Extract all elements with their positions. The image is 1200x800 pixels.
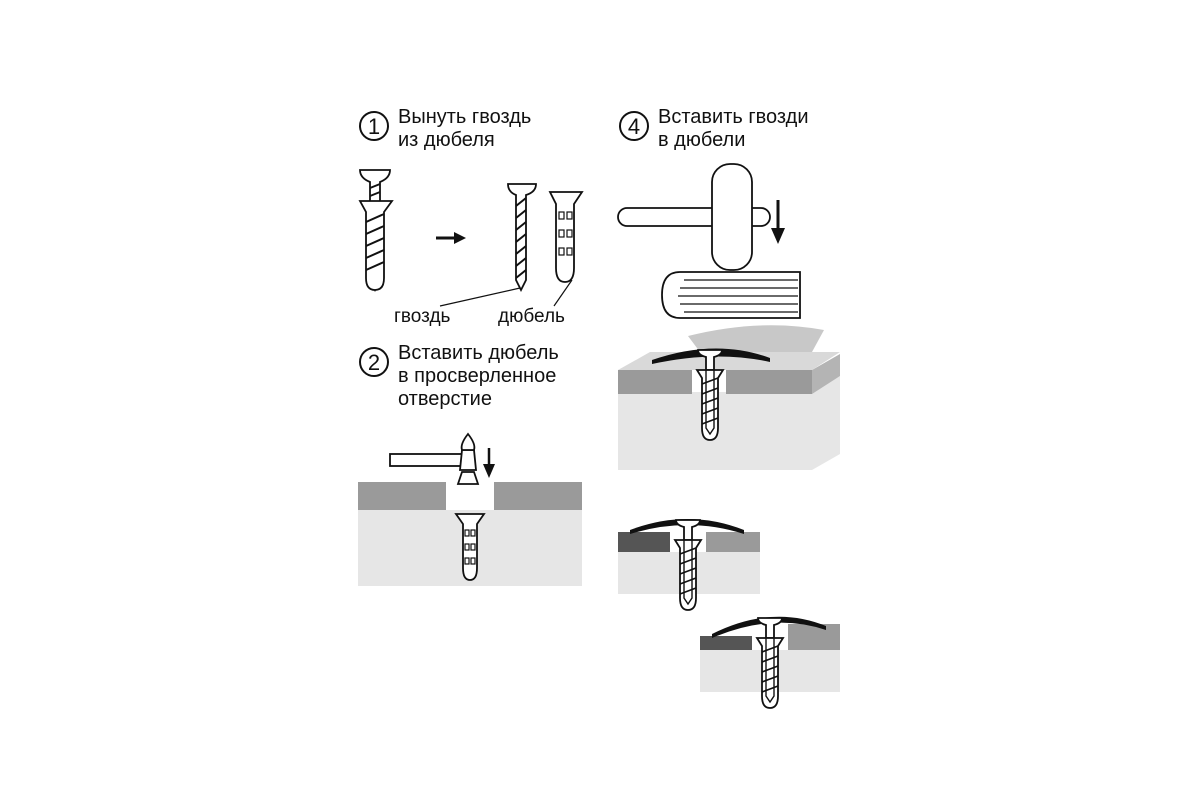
step-4-text: Вставить гвозди в дюбели [658, 106, 809, 152]
step-2-text: Вставить дюбель в просверленное отверсти… [398, 342, 559, 411]
step-1-number: 1 [368, 114, 380, 139]
step-4-line-1: Вставить гвозди [658, 106, 809, 128]
step-2-line-1: Вставить дюбель [398, 342, 559, 364]
step-1-number-icon: 1 [359, 111, 389, 141]
dowel-illustration [548, 191, 584, 283]
step-4-number-icon: 4 [619, 111, 649, 141]
floor-3d-section [618, 325, 840, 470]
hammer-illustration [389, 432, 480, 485]
step-1-line-1: Вынуть гвоздь [398, 106, 532, 128]
step-2-number-icon: 2 [359, 347, 389, 377]
step-4-line-2: в дюбели [658, 129, 746, 151]
wood-block-illustration [661, 271, 801, 319]
step-2-number: 2 [368, 350, 380, 375]
nail-in-dowel-illustration [358, 169, 394, 293]
dowel-label: дюбель [498, 306, 565, 327]
dowel-in-hole-illustration [454, 513, 486, 581]
nail-illustration [507, 183, 537, 293]
arrow-right-icon [436, 232, 466, 244]
step-2-line-2: в просверленное [398, 365, 557, 387]
arrow-down-icon [771, 200, 785, 244]
nail-label: гвоздь [394, 306, 451, 327]
leader-lines [439, 279, 573, 307]
step-4-number: 4 [628, 114, 640, 139]
step-1-line-2: из дюбеля [398, 129, 495, 151]
step-2-line-3: отверстие [398, 388, 492, 410]
step-1-text: Вынуть гвоздь из дюбеля [398, 106, 531, 152]
arrow-down-icon [483, 448, 495, 478]
mallet-illustration [617, 163, 771, 271]
